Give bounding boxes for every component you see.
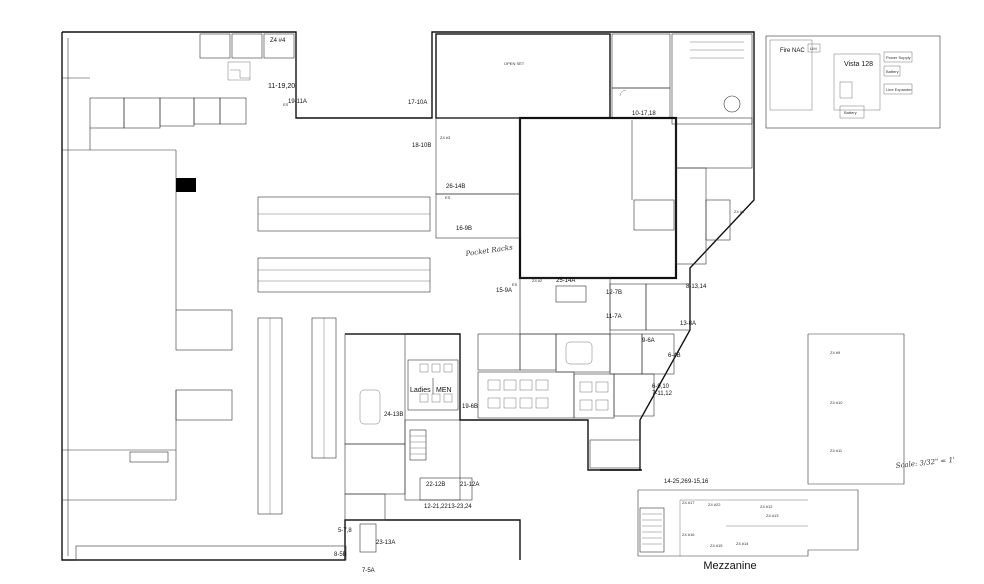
room-label: Z4 #16 [682,532,695,537]
room-label: Z4 #22 [708,502,721,507]
room-label: Z4 #17 [682,500,695,505]
room-label: 25-14A [556,278,575,284]
ladies-restroom-label: Ladies [410,387,431,394]
lim-label: LIM [810,46,817,51]
room-label: 14-25,26 [664,479,688,485]
top-left-offices [62,33,295,150]
fire-alarm-panel-legend [765,35,941,129]
room-label: ES [512,282,518,287]
room-label: 18-10B [412,143,431,149]
mens-restroom-label: MEN [436,387,452,394]
room-label: 24-13B [384,412,403,418]
room-label: 21-12A [460,482,479,488]
open-set-area [435,33,753,125]
dark-column-block [176,178,196,192]
room-label: Z4 #12 [760,504,773,509]
room-label: 12-7B [606,290,622,296]
room-label: 23-13A [376,540,395,546]
battery-label: Battery [844,110,857,115]
power-supply-label: Power Supply [886,55,911,60]
room-label: 16-9B [456,226,472,232]
room-label: 15-9A [496,288,512,294]
fire-nac-label: Fire NAC [780,48,805,54]
studio-rooms [435,116,753,335]
room-label: 7-11,12 [652,391,673,397]
room-label: 22-12B [426,482,445,488]
room-label: Z4 #9 [830,350,841,355]
room-label: Z4 #2 [532,278,543,283]
room-label: 13-23,24 [448,504,472,510]
line-expander-label: Line Expander [886,87,912,92]
room-label-group: Z4 #4 11-19,20 19-11A 17-10A 18-10B 26-1… [268,38,843,574]
room-label: 8-5B [334,552,347,558]
room-label: Z4 #11 [830,448,843,453]
room-label: 19-11A [288,99,307,105]
panel-labels: Fire NAC LIM Vista 128 Power Supply Batt… [780,46,912,115]
room-label: 6-9,10 [652,384,670,390]
room-label: ES [445,195,451,200]
storage-racks [175,196,431,515]
building-outline [61,31,755,561]
room-label: Z4 #13 [766,513,779,518]
mezzanine-plan [637,333,905,557]
room-label: 7-5A [362,568,375,574]
room-label: Z4 #15 [710,543,723,548]
restroom-labels: Ladies MEN [410,387,452,394]
mezzanine-caption: Mezzanine [703,560,757,572]
pocket-racks-note: Pocket Racks [464,243,513,258]
room-label: Z4 #1 [734,209,745,214]
room-label: 5-7,8 [338,528,352,534]
scale-note: Scale: 3/32" = 1' [895,456,955,470]
room-label: 13-8A [680,321,696,327]
room-label: 26-14B [446,184,465,190]
room-label: OPEN SET [504,61,525,66]
room-label: 9-15,16 [688,479,709,485]
room-label: 11-7A [606,314,622,320]
room-label: Z4 #3 [440,135,451,140]
room-label: 12-21,22 [424,504,448,510]
room-label: Z4 #4 [270,38,286,44]
vista-label: Vista 128 [844,61,873,68]
room-label: 6-4B [668,353,681,359]
room-label: ES [283,102,289,107]
room-label: 17-10A [408,100,427,106]
room-label: 8-13,14 [686,284,707,290]
south-wing [75,333,473,561]
room-label: 19-6B [462,404,478,410]
room-label: 11-19,20 [268,83,295,90]
room-label: Z4 #14 [736,541,749,546]
room-label: 10-17,18 [632,111,656,117]
central-offices [345,333,675,471]
room-label: Z4 #10 [830,400,843,405]
room-label: 9-6A [642,338,655,344]
battery-small-label: Battery [886,69,899,74]
